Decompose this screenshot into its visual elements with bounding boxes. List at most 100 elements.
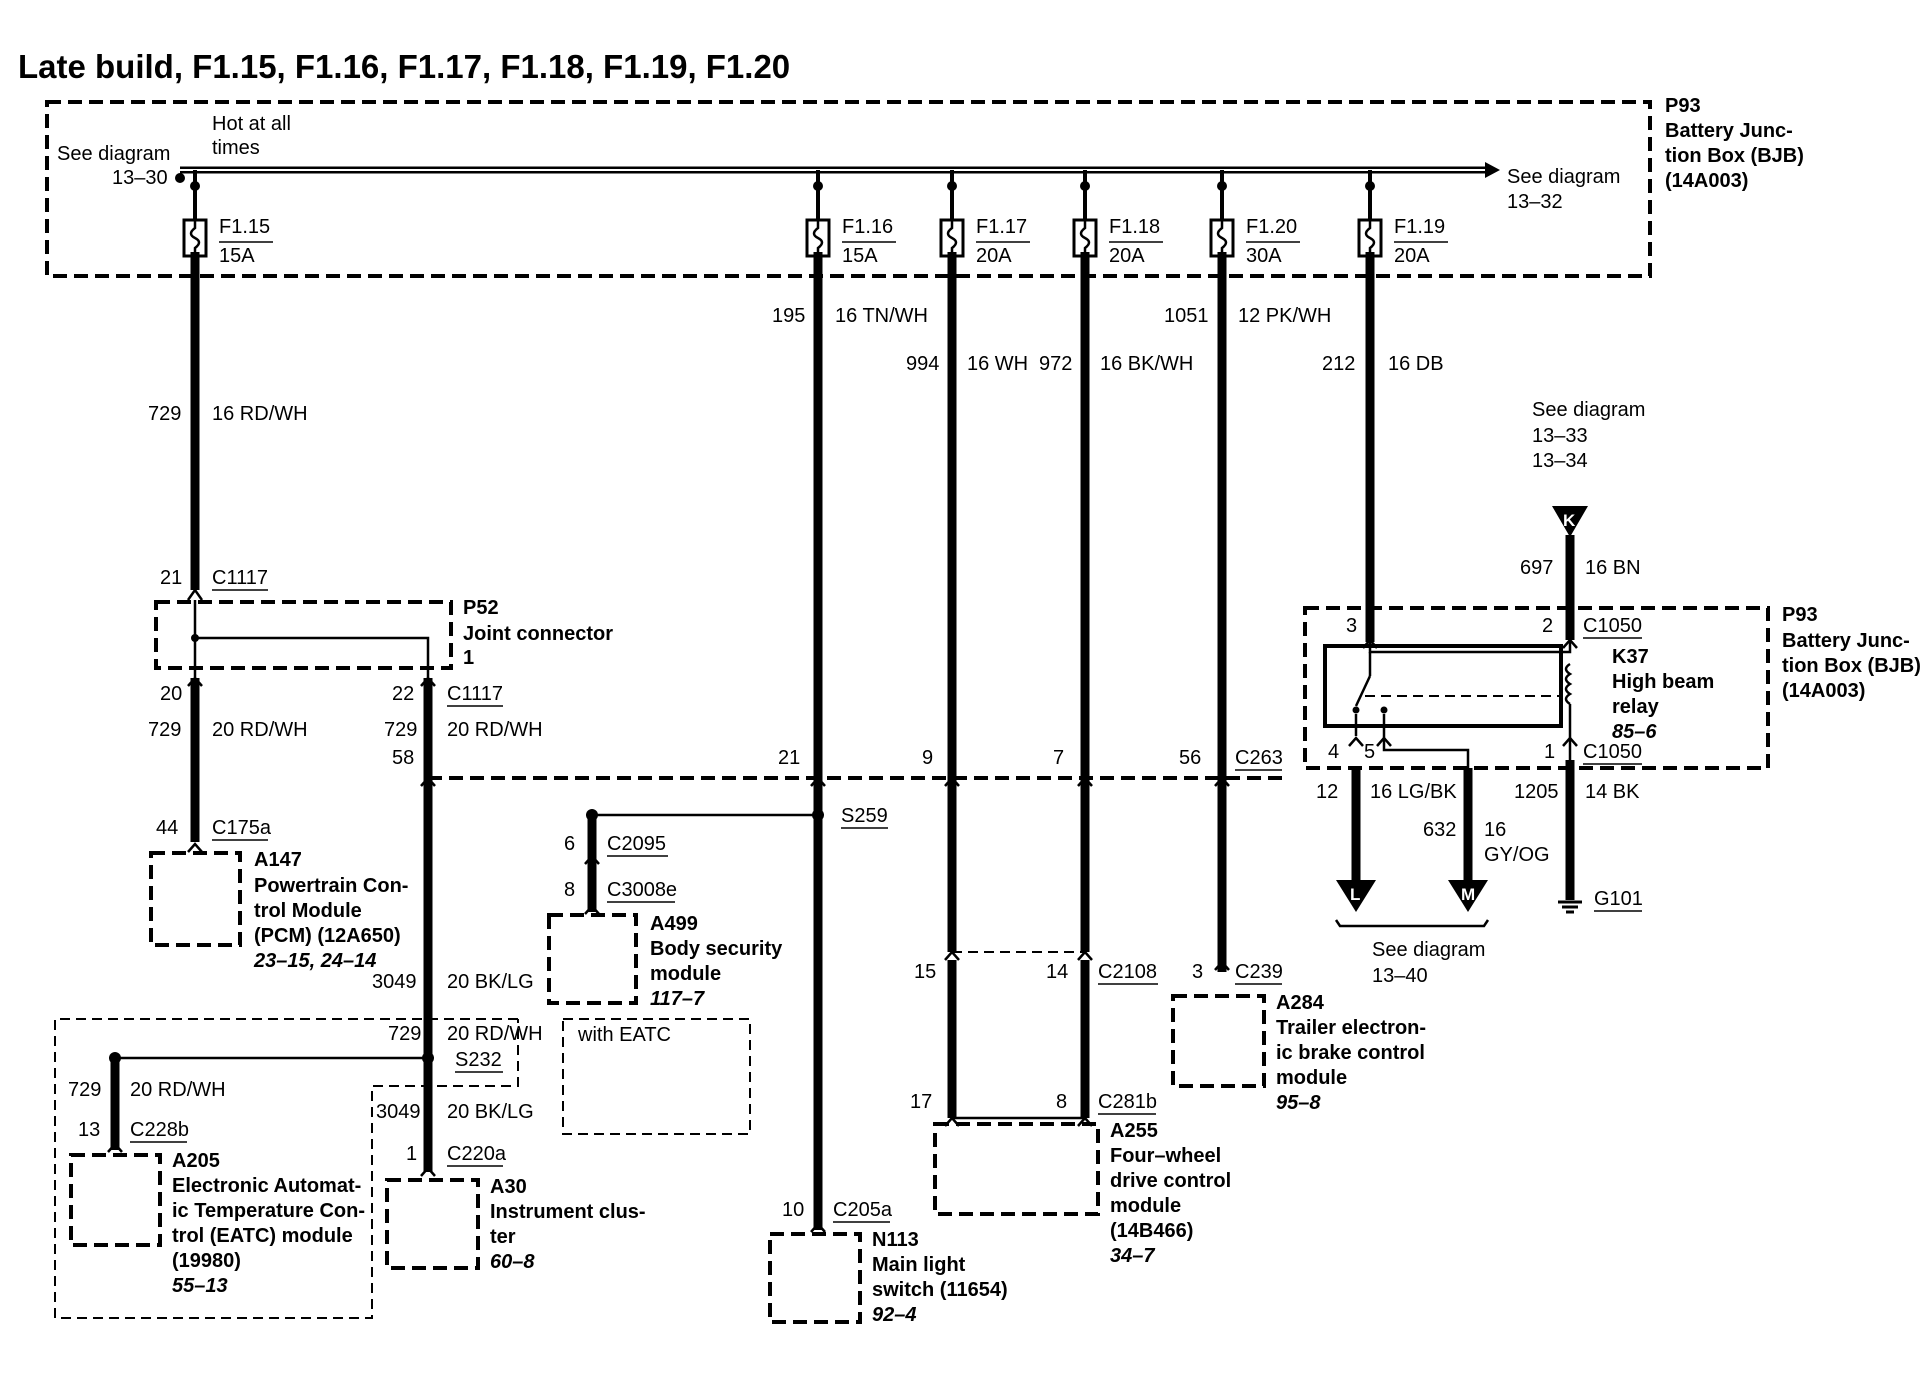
c239-pin: 3 xyxy=(1192,961,1203,983)
bjb-right-line2: tion Box (BJB) xyxy=(1782,655,1921,677)
c263-pin-arrows xyxy=(420,776,1230,787)
c1050-top-pin3: 3 xyxy=(1346,615,1357,637)
c1050-top-pin2: 2 xyxy=(1542,615,1553,637)
m-ref-tag-label: M xyxy=(1461,885,1475,904)
fuse-name: F1.16 xyxy=(842,216,893,238)
l-ref-tag xyxy=(1336,880,1376,912)
bus-hot-line1: Hot at all xyxy=(212,113,291,135)
c281b-name: C281b xyxy=(1098,1091,1157,1113)
c2095-name: C2095 xyxy=(607,833,666,855)
c1050-bot-pin1: 1 xyxy=(1544,741,1555,763)
k-ref-tag-label: K xyxy=(1563,511,1576,530)
n113-ref: 92–4 xyxy=(872,1304,917,1326)
k37-line2: relay xyxy=(1612,696,1660,718)
c263-pin-7: 7 xyxy=(1053,747,1064,769)
bjb-right-line1: Battery Junc- xyxy=(1782,630,1910,652)
k37-line1: High beam xyxy=(1612,671,1714,693)
n113-box xyxy=(768,1232,862,1324)
bjb-top-id: P93 xyxy=(1665,95,1701,117)
w729c-color: 20 RD/WH xyxy=(447,719,543,741)
fuse-name: F1.17 xyxy=(976,216,1027,238)
k37-relay-box xyxy=(1323,644,1563,728)
w729a-num: 729 xyxy=(148,403,181,425)
fuse-element xyxy=(946,220,958,256)
w729b-color: 20 RD/WH xyxy=(212,719,308,741)
bjb-right-id: P93 xyxy=(1782,604,1818,626)
a284-line3: module xyxy=(1276,1067,1347,1089)
ground-icon xyxy=(1558,900,1582,914)
a147-line2: trol Module xyxy=(254,900,362,922)
a147-line3: (PCM) (12A650) xyxy=(254,925,401,947)
g101-name: G101 xyxy=(1594,888,1643,910)
w994-color: 16 WH xyxy=(967,353,1028,375)
c228b-pin: 13 xyxy=(78,1119,100,1141)
c281b-pin-r: 8 xyxy=(1056,1091,1067,1113)
fuse-rating: 20A xyxy=(976,245,1012,267)
a147-ref: 23–15, 24–14 xyxy=(253,950,376,972)
fuse-tap-dot xyxy=(1217,181,1227,191)
a255-line2: drive control xyxy=(1110,1170,1231,1192)
w632-color1: 16 xyxy=(1484,819,1506,841)
c1117b-right-pin: 22 xyxy=(392,683,414,705)
fuse-rating: 30A xyxy=(1246,245,1282,267)
fuse-name: F1.20 xyxy=(1246,216,1297,238)
w3049b-num: 3049 xyxy=(376,1101,421,1123)
fuse-name: F1.18 xyxy=(1109,216,1160,238)
w1051-num: 1051 xyxy=(1164,305,1209,327)
c175a-name: C175a xyxy=(212,817,272,839)
c1050-top-name: C1050 xyxy=(1583,615,1642,637)
a30-line2: ter xyxy=(490,1226,516,1248)
w697-color: 16 BN xyxy=(1585,557,1641,579)
w972-num: 972 xyxy=(1039,353,1072,375)
c263-pin-21: 21 xyxy=(778,747,800,769)
w12-num: 12 xyxy=(1316,781,1338,803)
c220a-pin: 1 xyxy=(406,1143,417,1165)
c263-name: C263 xyxy=(1235,747,1283,769)
w632-color2: GY/OG xyxy=(1484,844,1550,866)
a30-box xyxy=(385,1178,480,1270)
a499-line2: module xyxy=(650,963,721,985)
fuse-tap-dot xyxy=(1080,181,1090,191)
c1117b-left-pin: 20 xyxy=(160,683,182,705)
fuse-tap-dot xyxy=(947,181,957,191)
w972-color: 16 BK/WH xyxy=(1100,353,1193,375)
a499-id: A499 xyxy=(650,913,698,935)
w697-num: 697 xyxy=(1520,557,1553,579)
a147-box xyxy=(149,851,242,947)
c1050-bot-name: C1050 xyxy=(1583,741,1642,763)
relay-pin5-route xyxy=(1382,736,1470,768)
w3049a-num: 3049 xyxy=(372,971,417,993)
fuse-element xyxy=(1079,220,1091,256)
k37-ref: 85–6 xyxy=(1612,721,1657,743)
fuse-element xyxy=(1216,220,1228,256)
fuse-tap-dot xyxy=(1365,181,1375,191)
eatc-option-box xyxy=(562,1018,751,1135)
k37-coil-icon xyxy=(1564,662,1573,706)
k37-feed xyxy=(1368,640,1572,654)
c263-pin-58: 58 xyxy=(392,747,414,769)
k37-id: K37 xyxy=(1612,646,1649,668)
k-ref-line1: See diagram xyxy=(1532,399,1645,421)
a205-box xyxy=(69,1153,162,1247)
fuse-element xyxy=(812,220,824,256)
c1050-bot-pin4: 4 xyxy=(1328,741,1339,763)
c3008e-name: C3008e xyxy=(607,879,677,901)
a255-line3: module xyxy=(1110,1195,1181,1217)
lm-ref-line1: See diagram xyxy=(1372,939,1485,961)
c281b-pin-l: 17 xyxy=(910,1091,932,1113)
s259-dot xyxy=(812,809,824,821)
w195-num: 195 xyxy=(772,305,805,327)
bjb-top-line3: (14A003) xyxy=(1665,170,1748,192)
fuse-name: F1.19 xyxy=(1394,216,1445,238)
c228b-name: C228b xyxy=(130,1119,189,1141)
p52-box xyxy=(154,600,453,670)
a284-box xyxy=(1171,994,1266,1088)
a255-box xyxy=(933,1122,1100,1216)
bus-right-ref2: 13–32 xyxy=(1507,191,1563,213)
a255-id: A255 xyxy=(1110,1120,1158,1142)
a205-line2: ic Temperature Con- xyxy=(172,1200,365,1222)
